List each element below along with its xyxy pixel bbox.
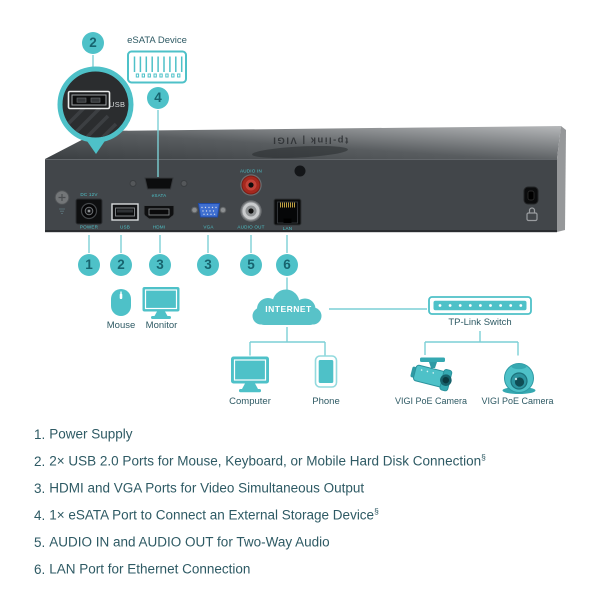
- legend-item: 3.HDMI and VGA Ports for Video Simultane…: [34, 471, 486, 498]
- legend-text: HDMI and VGA Ports for Video Simultaneou…: [49, 480, 365, 496]
- lock-icon: [526, 207, 538, 222]
- legend-text: 2× USB 2.0 Ports for Mouse, Keyboard, or…: [49, 453, 482, 469]
- audio-in-port: AUDIO IN: [240, 169, 262, 196]
- nvr-logo: tp-link | VIGI: [272, 135, 348, 146]
- power-port: DC 12V POWER: [75, 192, 103, 230]
- svg-text:LAN: LAN: [283, 226, 293, 231]
- camera2-label: VIGI PoE Camera: [481, 396, 554, 406]
- legend: 1.Power Supply 2.2× USB 2.0 Ports for Mo…: [34, 417, 486, 579]
- badge-usb: 2: [110, 254, 132, 276]
- mouse-icon: [111, 289, 131, 316]
- usb-magnifier-label: USB: [109, 100, 126, 109]
- legend-item: 5.AUDIO IN and AUDIO OUT for Two-Way Aud…: [34, 525, 486, 552]
- legend-footnote-mark: §: [374, 506, 379, 516]
- switch-label: TP-Link Switch: [448, 317, 512, 328]
- svg-text:VGA: VGA: [203, 225, 214, 230]
- legend-item: 1.Power Supply: [34, 417, 486, 444]
- badge-usb-callout: 2: [82, 32, 104, 54]
- esata-device-label: eSATA Device: [127, 35, 187, 46]
- hdmi-port: HDMI: [143, 205, 175, 230]
- legend-number: 3.: [34, 480, 46, 496]
- computer-icon: [231, 356, 269, 393]
- legend-item: 2.2× USB 2.0 Ports for Mouse, Keyboard, …: [34, 444, 486, 471]
- switch-icon: [428, 296, 532, 315]
- svg-text:AUDIO IN: AUDIO IN: [240, 169, 262, 174]
- legend-number: 4.: [34, 507, 46, 523]
- kensington-lock-slot: [523, 186, 539, 222]
- computer-label: Computer: [229, 396, 271, 407]
- nvr-logo-shadow: [252, 145, 348, 159]
- nvr-device: tp-link | VIGI DC 12V POWER: [45, 126, 566, 233]
- badge-lan: 6: [276, 254, 298, 276]
- monitor-icon: [142, 287, 180, 319]
- legend-text: Power Supply: [49, 426, 133, 442]
- svg-text:eSATA: eSATA: [152, 193, 168, 198]
- usb-port: USB: [111, 203, 139, 230]
- esata-port: eSATA: [129, 177, 188, 198]
- legend-number: 6.: [34, 561, 46, 577]
- esata-device-icon: [127, 50, 187, 84]
- badge-vga: 3: [197, 254, 219, 276]
- svg-text:DC 12V: DC 12V: [80, 192, 98, 197]
- dome-camera-icon: [502, 363, 536, 394]
- svg-text:POWER: POWER: [80, 225, 99, 230]
- internet-cloud-icon: [252, 289, 322, 325]
- internet-label: INTERNET: [265, 304, 312, 314]
- svg-text:AUDIO OUT: AUDIO OUT: [237, 225, 264, 230]
- svg-text:HDMI: HDMI: [153, 225, 166, 230]
- vga-port: VGA: [191, 203, 227, 230]
- legend-number: 2.: [34, 453, 46, 469]
- legend-footnote-mark: §: [481, 452, 486, 462]
- mounting-hole: [294, 165, 306, 177]
- lan-port: LAN: [273, 198, 302, 231]
- usb-connector-closeup: [67, 90, 111, 110]
- monitor-label: Monitor: [145, 320, 178, 331]
- svg-text:USB: USB: [120, 225, 130, 230]
- legend-number: 5.: [34, 534, 46, 550]
- badge-hdmi: 3: [149, 254, 171, 276]
- mouse-label: Mouse: [106, 320, 136, 331]
- badge-audio: 5: [240, 254, 262, 276]
- nvr-top-face: [45, 126, 561, 159]
- usb-magnifier: [57, 66, 134, 154]
- badge-esata-callout: 4: [147, 87, 169, 109]
- legend-item: 4.1× eSATA Port to Connect an External S…: [34, 498, 486, 525]
- legend-number: 1.: [34, 426, 46, 442]
- badge-power: 1: [78, 254, 100, 276]
- nvr-side-edge: [557, 126, 566, 232]
- ground-screw: [54, 190, 70, 214]
- bullet-camera-icon: [410, 357, 453, 392]
- phone-icon: [314, 355, 338, 388]
- connector-lines: [88, 235, 519, 356]
- phone-label: Phone: [312, 396, 340, 407]
- legend-text: AUDIO IN and AUDIO OUT for Two-Way Audio: [49, 534, 330, 550]
- legend-item: 6.LAN Port for Ethernet Connection: [34, 552, 486, 579]
- audio-out-port: AUDIO OUT: [237, 200, 264, 230]
- legend-text: LAN Port for Ethernet Connection: [49, 561, 251, 577]
- legend-text: 1× eSATA Port to Connect an External Sto…: [49, 507, 375, 523]
- camera1-label: VIGI PoE Camera: [394, 396, 468, 406]
